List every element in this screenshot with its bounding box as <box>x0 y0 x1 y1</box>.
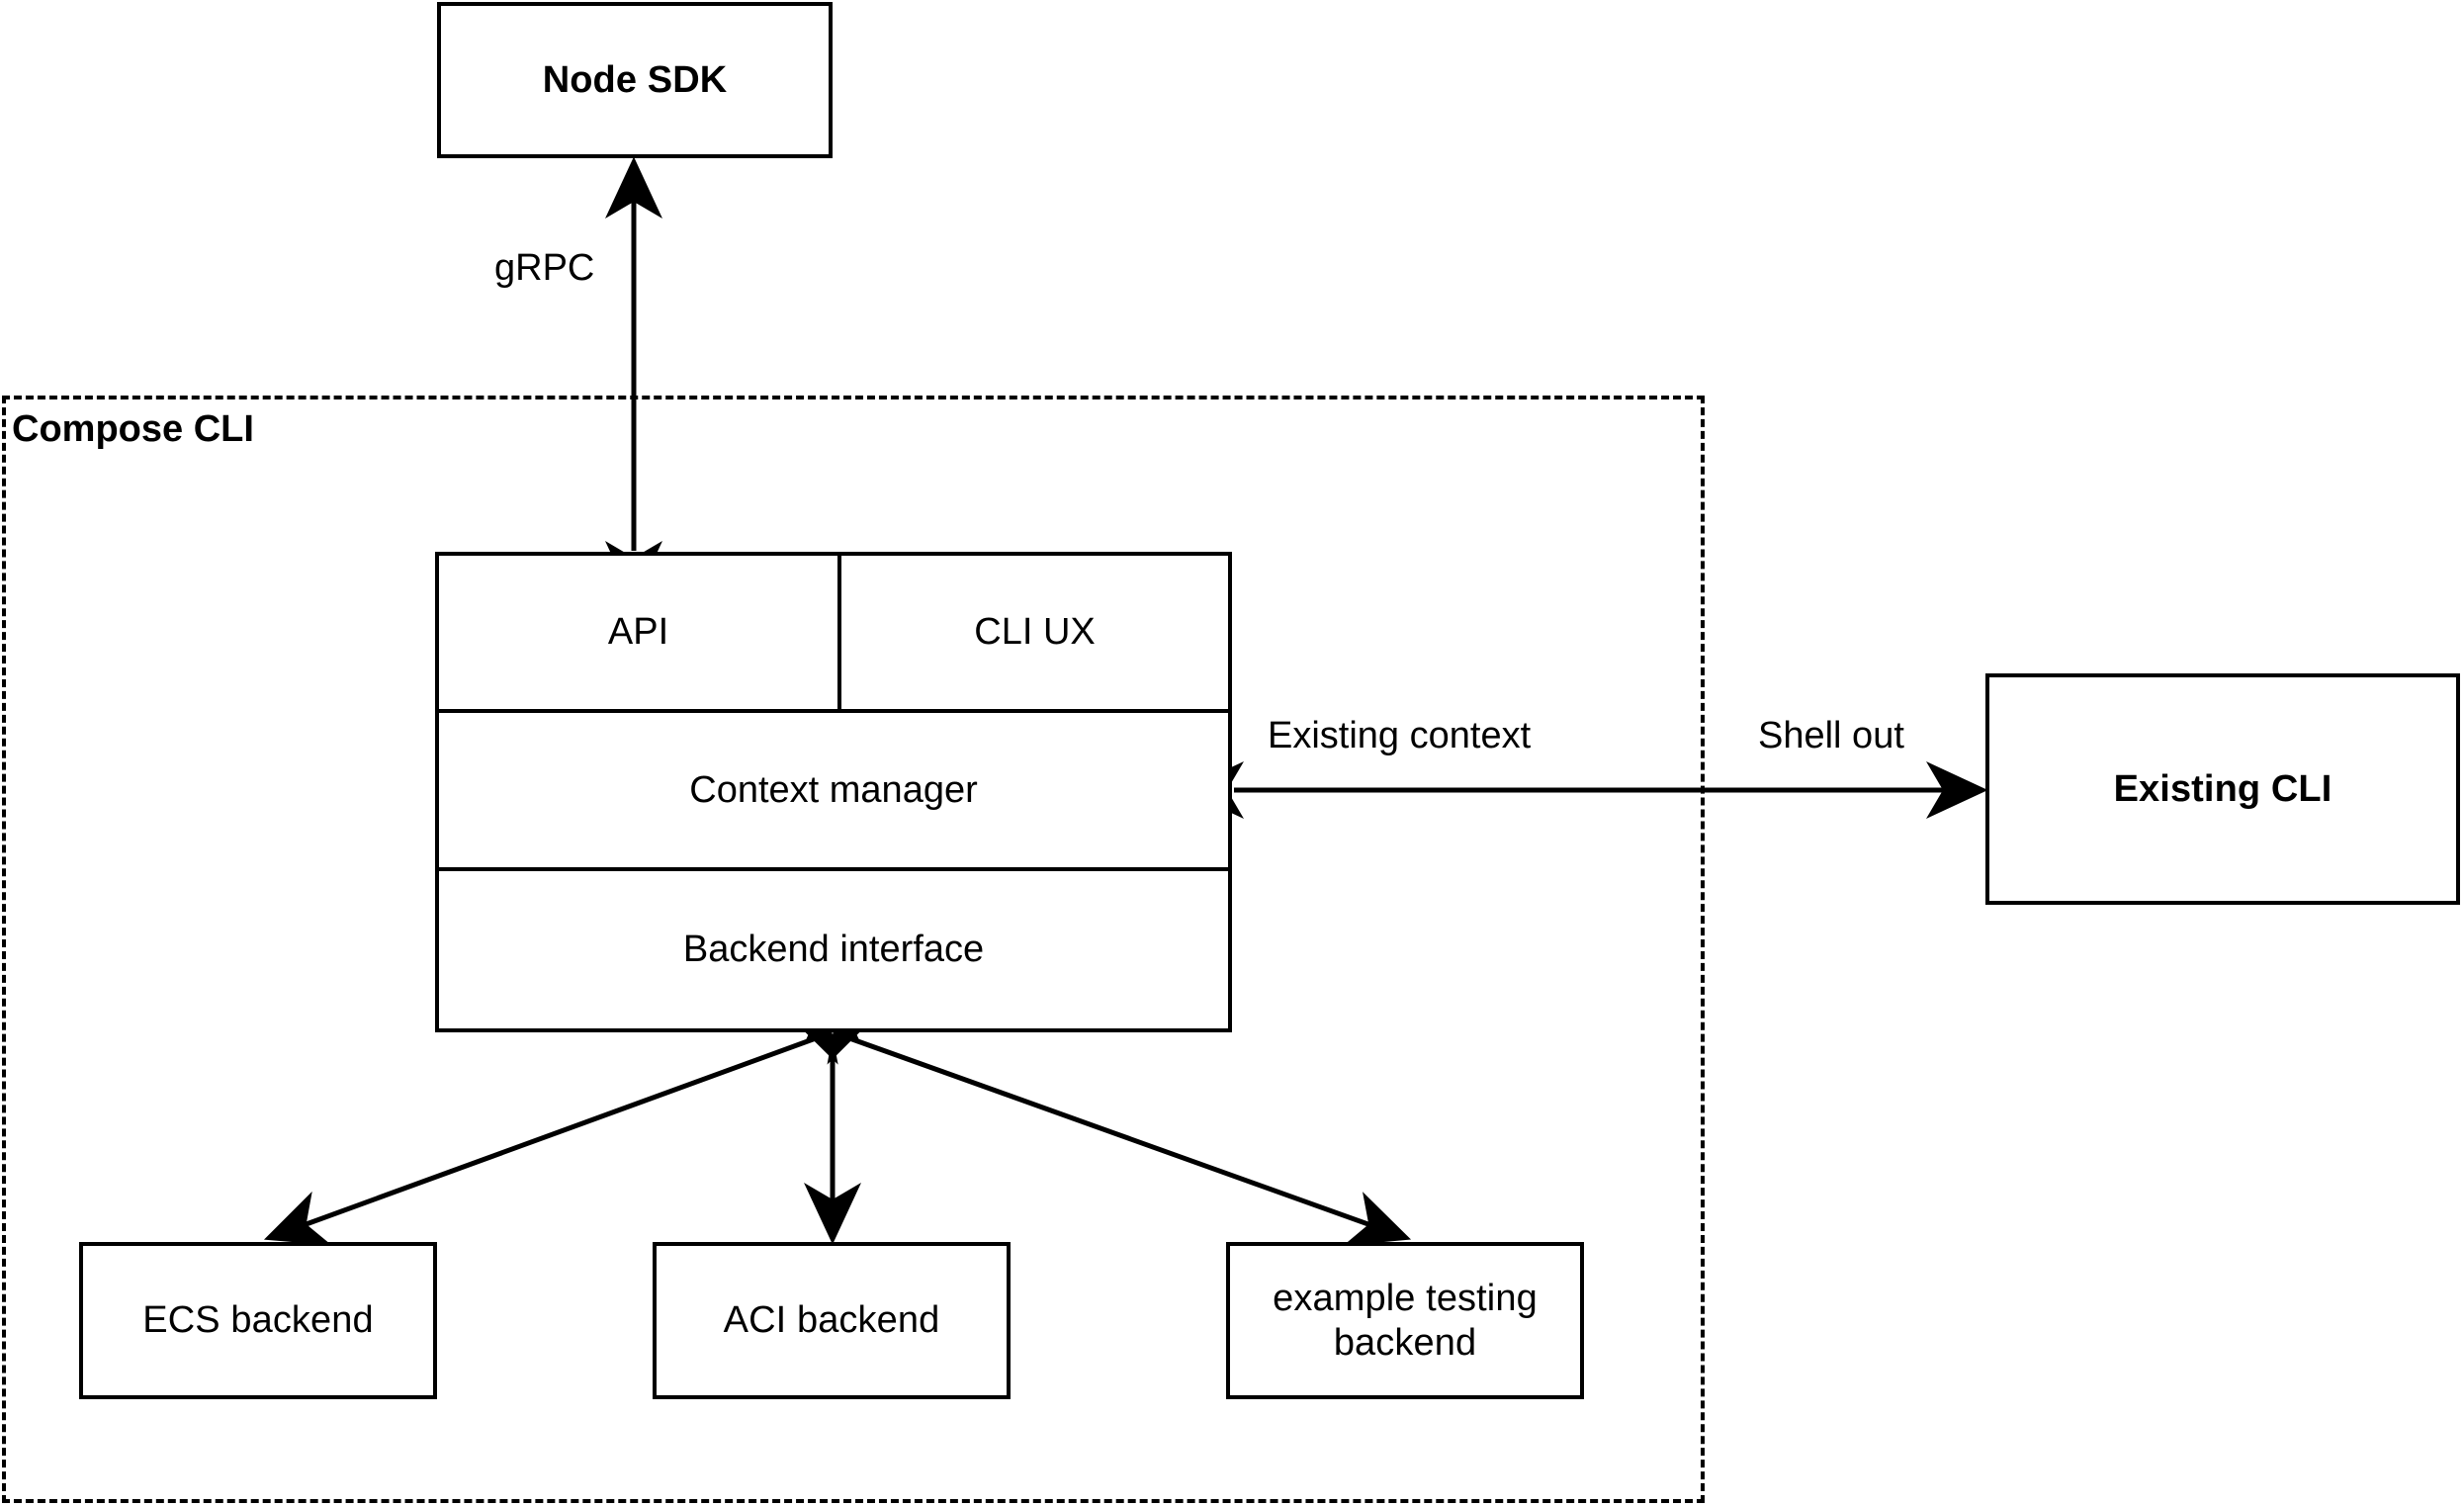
aci-backend-box[interactable]: ACI backend <box>653 1242 1011 1399</box>
ecs-backend-label: ECS backend <box>142 1299 374 1342</box>
stack-cell-cli-ux-label: CLI UX <box>974 611 1096 653</box>
example-testing-backend-label: example testing backend <box>1273 1277 1538 1364</box>
aci-backend-label: ACI backend <box>723 1299 940 1342</box>
compose-cli-group-label: Compose CLI <box>12 408 254 450</box>
edge-label-existing-context: Existing context <box>1268 715 1532 756</box>
stack-cell-api[interactable]: API <box>439 556 837 709</box>
stack-cell-context-manager[interactable]: Context manager <box>439 713 1228 867</box>
edge-label-shell-out: Shell out <box>1758 715 1904 756</box>
connector-backend-ecs <box>263 1011 876 1246</box>
stack-cell-cli-ux[interactable]: CLI UX <box>837 556 1228 709</box>
existing-cli-label: Existing CLI <box>2113 767 2332 810</box>
stack-row-api-cliux: API CLI UX <box>439 556 1228 709</box>
node-sdk-label: Node SDK <box>542 58 728 101</box>
ecs-backend-box[interactable]: ECS backend <box>79 1242 437 1399</box>
compose-cli-group <box>2 396 1705 1503</box>
edge-label-grpc: gRPC <box>494 247 595 289</box>
existing-cli-box[interactable]: Existing CLI <box>1985 673 2460 905</box>
stack-cell-api-label: API <box>607 611 669 653</box>
compose-cli-stack: API CLI UX Context manager Backend inter… <box>435 552 1232 1032</box>
stack-cell-backend-interface[interactable]: Backend interface <box>439 871 1228 1028</box>
stack-cell-backend-interface-label: Backend interface <box>682 929 985 970</box>
node-sdk-box[interactable]: Node SDK <box>437 2 833 158</box>
connector-backend-example <box>789 1011 1412 1246</box>
stack-cell-context-manager-label: Context manager <box>689 768 978 811</box>
example-testing-backend-box[interactable]: example testing backend <box>1226 1242 1584 1399</box>
stack-row-backend-interface: Backend interface <box>439 867 1228 1028</box>
stack-row-context-manager: Context manager <box>439 709 1228 867</box>
